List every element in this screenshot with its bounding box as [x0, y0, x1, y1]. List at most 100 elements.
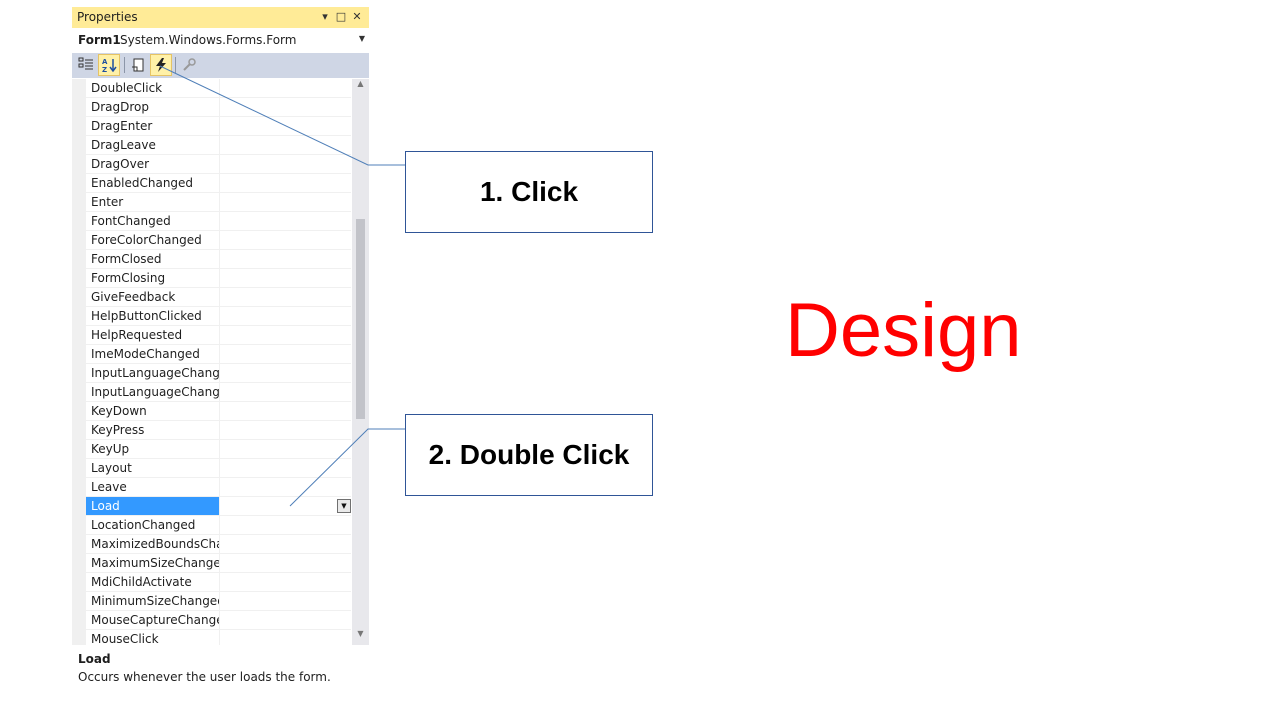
event-handler-value[interactable] [215, 402, 351, 420]
event-row[interactable]: MaximumSizeChanged [86, 554, 351, 573]
event-handler-value[interactable] [215, 155, 351, 173]
event-name[interactable]: ForeColorChanged [86, 231, 220, 249]
event-handler-value[interactable] [215, 269, 351, 287]
event-name[interactable]: MinimumSizeChanged [86, 592, 220, 610]
event-handler-value[interactable] [215, 326, 351, 344]
event-handler-value[interactable] [215, 250, 351, 268]
vertical-scrollbar[interactable]: ▲ ▼ [352, 79, 369, 645]
event-row[interactable]: DragOver [86, 155, 351, 174]
event-handler-value[interactable] [215, 630, 351, 645]
event-name[interactable]: MaximumSizeChanged [86, 554, 220, 572]
event-name[interactable]: EnabledChanged [86, 174, 220, 192]
event-handler-value[interactable] [215, 611, 351, 629]
event-handler-value[interactable] [215, 231, 351, 249]
event-handler-value[interactable] [215, 307, 351, 325]
event-row[interactable]: MdiChildActivate [86, 573, 351, 592]
event-row[interactable]: KeyPress [86, 421, 351, 440]
event-handler-value[interactable] [215, 117, 351, 135]
event-handler-value[interactable] [215, 98, 351, 116]
event-row[interactable]: Layout [86, 459, 351, 478]
event-row[interactable]: FontChanged [86, 212, 351, 231]
alphabetical-icon[interactable]: A Z [98, 54, 120, 76]
event-handler-value[interactable] [215, 79, 351, 97]
event-row[interactable]: GiveFeedback [86, 288, 351, 307]
event-name[interactable]: MdiChildActivate [86, 573, 220, 591]
event-row[interactable]: LocationChanged [86, 516, 351, 535]
event-row[interactable]: MinimumSizeChanged [86, 592, 351, 611]
event-name[interactable]: Load [86, 497, 220, 515]
scroll-down-icon[interactable]: ▼ [357, 629, 364, 638]
event-row[interactable]: MouseCaptureChanged [86, 611, 351, 630]
event-name[interactable]: KeyPress [86, 421, 220, 439]
event-row[interactable]: MaximizedBoundsChanged [86, 535, 351, 554]
event-row[interactable]: EnabledChanged [86, 174, 351, 193]
event-handler-value[interactable] [215, 193, 351, 211]
event-row[interactable]: DoubleClick [86, 79, 351, 98]
event-name[interactable]: DragEnter [86, 117, 220, 135]
event-handler-value[interactable] [215, 136, 351, 154]
event-handler-value[interactable] [215, 554, 351, 572]
event-handler-value[interactable]: ▼ [215, 497, 351, 515]
event-name[interactable]: HelpRequested [86, 326, 220, 344]
event-name[interactable]: FormClosing [86, 269, 220, 287]
handler-dropdown-button[interactable]: ▼ [337, 499, 351, 513]
event-handler-value[interactable] [215, 592, 351, 610]
event-handler-value[interactable] [215, 345, 351, 363]
event-name[interactable]: InputLanguageChanged [86, 364, 220, 382]
event-name[interactable]: DragDrop [86, 98, 220, 116]
object-selector[interactable]: Form1 System.Windows.Forms.Form ▼ [72, 28, 369, 52]
event-name[interactable]: KeyDown [86, 402, 220, 420]
event-row[interactable]: KeyDown [86, 402, 351, 421]
event-handler-value[interactable] [215, 440, 351, 458]
event-handler-value[interactable] [215, 421, 351, 439]
event-name[interactable]: InputLanguageChanging [86, 383, 220, 401]
event-handler-value[interactable] [215, 535, 351, 553]
maximize-icon[interactable]: □ [335, 10, 347, 23]
event-name[interactable]: Layout [86, 459, 220, 477]
event-name[interactable]: DoubleClick [86, 79, 220, 97]
event-handler-value[interactable] [215, 383, 351, 401]
event-row[interactable]: ImeModeChanged [86, 345, 351, 364]
event-handler-value[interactable] [215, 364, 351, 382]
event-handler-value[interactable] [215, 516, 351, 534]
scroll-up-icon[interactable]: ▲ [357, 79, 364, 88]
event-name[interactable]: MouseClick [86, 630, 220, 645]
event-row[interactable]: KeyUp [86, 440, 351, 459]
event-row[interactable]: InputLanguageChanged [86, 364, 351, 383]
event-row[interactable]: HelpRequested [86, 326, 351, 345]
event-name[interactable]: MouseCaptureChanged [86, 611, 220, 629]
event-name[interactable]: Enter [86, 193, 220, 211]
properties-icon[interactable] [128, 55, 148, 75]
event-row[interactable]: MouseClick [86, 630, 351, 645]
event-handler-value[interactable] [215, 174, 351, 192]
event-name[interactable]: DragOver [86, 155, 220, 173]
event-row[interactable]: InputLanguageChanging [86, 383, 351, 402]
event-name[interactable]: FontChanged [86, 212, 220, 230]
scrollbar-thumb[interactable] [356, 219, 365, 419]
event-name[interactable]: DragLeave [86, 136, 220, 154]
event-handler-value[interactable] [215, 573, 351, 591]
event-row[interactable]: Enter [86, 193, 351, 212]
property-pages-icon[interactable] [179, 55, 199, 75]
event-name[interactable]: KeyUp [86, 440, 220, 458]
event-row[interactable]: ForeColorChanged [86, 231, 351, 250]
event-row[interactable]: DragLeave [86, 136, 351, 155]
event-handler-value[interactable] [215, 478, 351, 496]
event-row[interactable]: Leave [86, 478, 351, 497]
event-handler-value[interactable] [215, 288, 351, 306]
event-handler-value[interactable] [215, 212, 351, 230]
event-row[interactable]: DragDrop [86, 98, 351, 117]
event-row[interactable]: DragEnter [86, 117, 351, 136]
event-row[interactable]: FormClosing [86, 269, 351, 288]
event-row[interactable]: HelpButtonClicked [86, 307, 351, 326]
event-name[interactable]: Leave [86, 478, 220, 496]
close-icon[interactable]: ✕ [352, 10, 362, 23]
event-name[interactable]: HelpButtonClicked [86, 307, 220, 325]
event-name[interactable]: FormClosed [86, 250, 220, 268]
event-name[interactable]: GiveFeedback [86, 288, 220, 306]
chevron-down-icon[interactable]: ▼ [358, 34, 365, 43]
event-name[interactable]: ImeModeChanged [86, 345, 220, 363]
event-name[interactable]: MaximizedBoundsChanged [86, 535, 220, 553]
pin-dropdown-icon[interactable]: ▾ [322, 10, 328, 23]
events-icon[interactable] [150, 54, 172, 76]
